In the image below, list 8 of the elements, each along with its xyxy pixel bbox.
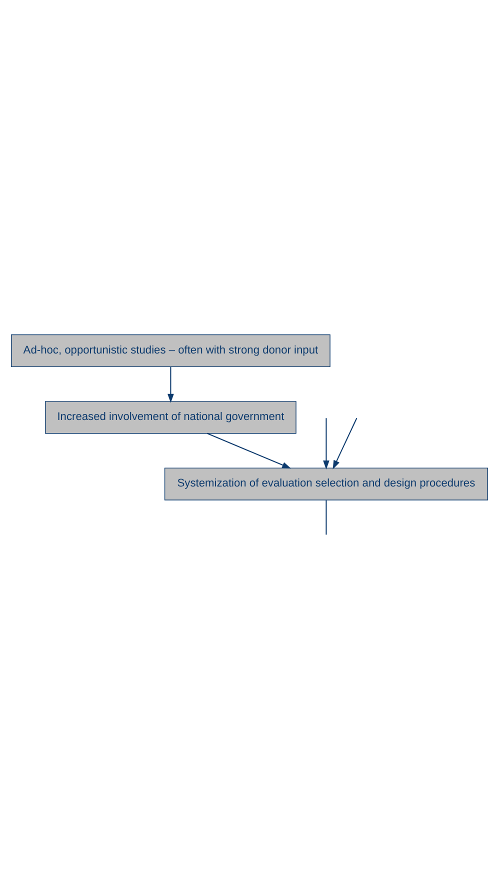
connector (326, 500, 327, 535)
arrow (332, 418, 358, 470)
arrow (168, 366, 174, 403)
arrow (206, 432, 292, 469)
node-box: Ad-hoc, opportunistic studies – often with strong donor input (11, 334, 330, 368)
node-box: Increased involvement of national government (45, 401, 296, 434)
node-box: Systemization of evaluation selection and design procedures (164, 468, 488, 500)
arrow (323, 418, 330, 470)
